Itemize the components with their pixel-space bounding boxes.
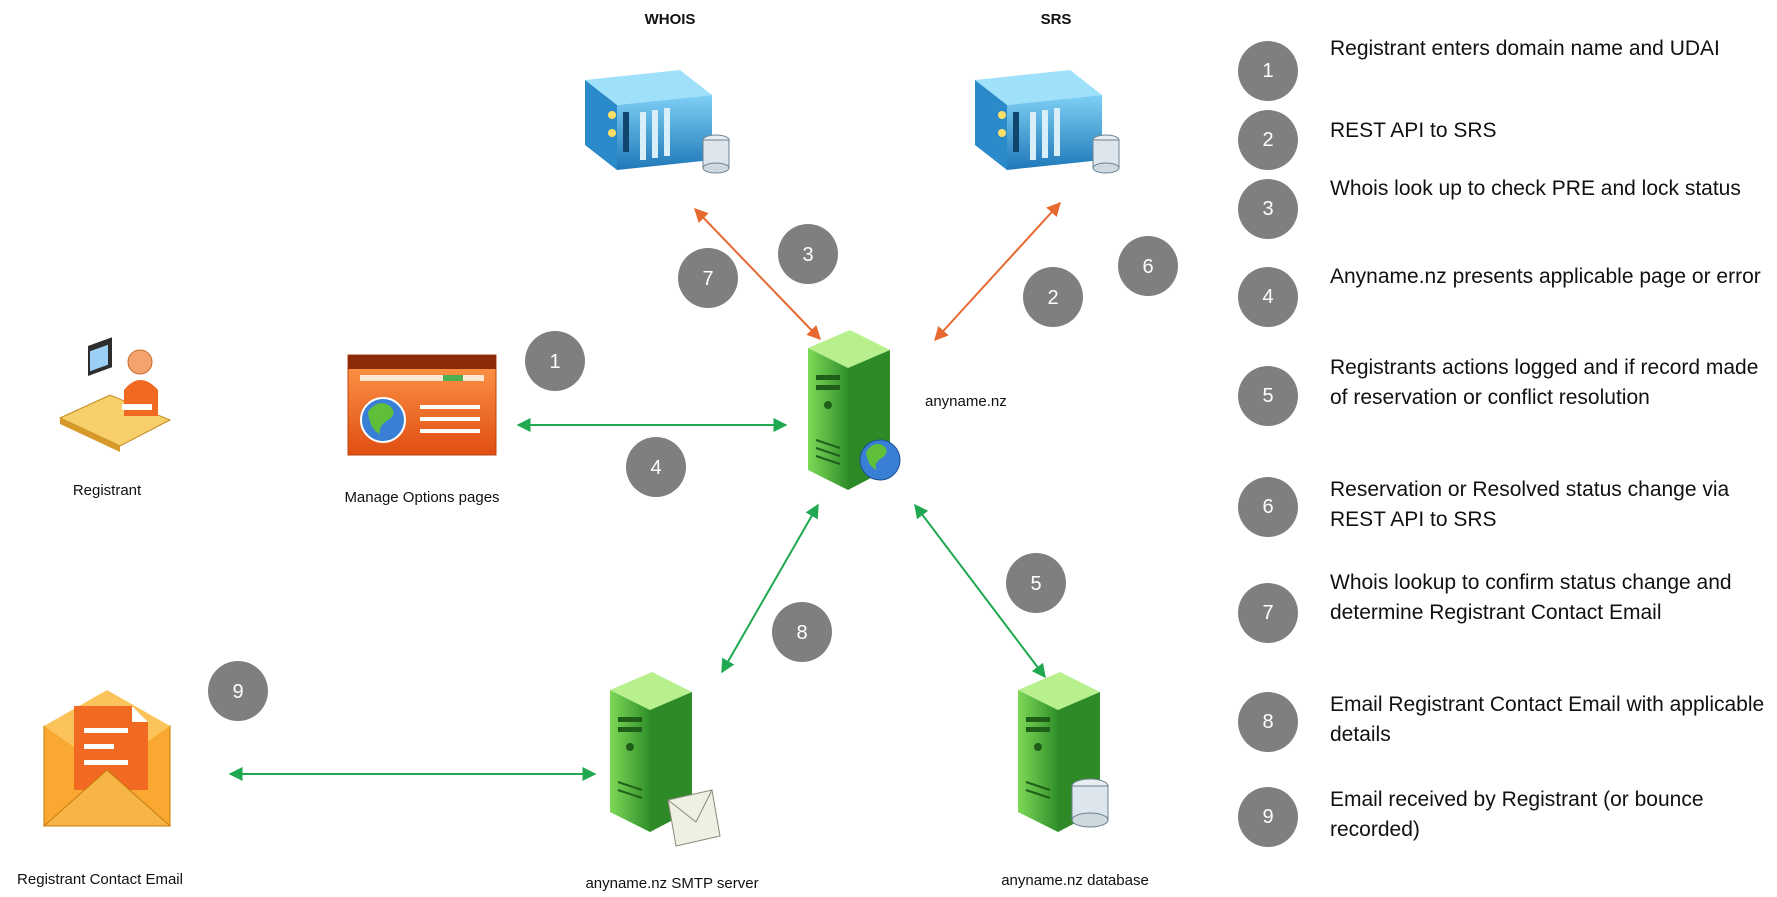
- srs-server-icon: [975, 70, 1120, 174]
- legend-badge: 9: [1238, 787, 1298, 847]
- svg-text:7: 7: [702, 268, 713, 290]
- svg-text:6: 6: [1142, 256, 1153, 278]
- legend-text: Registrants actions logged and if record…: [1330, 356, 1759, 409]
- flow-diagram: WHOIS SRS anyname.nz: [17, 11, 1178, 892]
- step-badge-3: 3: [778, 224, 838, 284]
- svg-text:5: 5: [1030, 573, 1041, 595]
- legend-badge: 6: [1238, 477, 1298, 537]
- legend-badge: 3: [1238, 179, 1298, 239]
- step-badge-7: 7: [678, 248, 738, 308]
- browser-window-icon: [347, 354, 497, 456]
- legend-text: Registrant enters domain name and UDAI: [1330, 37, 1720, 60]
- legend-text: Anyname.nz presents applicable page or e…: [1330, 265, 1761, 288]
- step-badge-8: 8: [772, 602, 832, 662]
- legend-text: Reservation or Resolved status change vi…: [1330, 478, 1730, 531]
- legend-badge: 4: [1238, 267, 1298, 327]
- manage-options-label: Manage Options pages: [344, 489, 499, 506]
- svg-text:4: 4: [650, 457, 661, 479]
- step-badge-1: 1: [525, 331, 585, 391]
- step-badge-2: 2: [1023, 267, 1083, 327]
- svg-text:2: 2: [1047, 287, 1058, 309]
- legend-badge: 7: [1238, 583, 1298, 643]
- legend-badge: 8: [1238, 692, 1298, 752]
- whois-label: WHOIS: [645, 11, 696, 28]
- whois-server-icon: [585, 70, 730, 174]
- srs-label: SRS: [1041, 11, 1072, 28]
- registrant-label: Registrant: [73, 482, 142, 499]
- svg-text:1: 1: [549, 351, 560, 373]
- registrant-icon: [58, 337, 172, 452]
- contact-email-label: Registrant Contact Email: [17, 871, 183, 888]
- legend-text: Email Registrant Contact Email with appl…: [1330, 693, 1765, 746]
- legend-badge: 1: [1238, 41, 1298, 101]
- svg-text:9: 9: [232, 681, 243, 703]
- database-label: anyname.nz database: [1001, 872, 1149, 889]
- arrow-anyname-database: [914, 503, 1046, 679]
- arrow-anyname-smtp: [721, 503, 819, 674]
- svg-text:3: 3: [802, 244, 813, 266]
- smtp-label: anyname.nz SMTP server: [585, 875, 758, 892]
- database-server-icon: [1018, 672, 1109, 832]
- legend-badge: 5: [1238, 366, 1298, 426]
- anyname-web-server-icon: [808, 330, 901, 490]
- arrow-whois-anyname: [694, 207, 821, 341]
- legend-text: REST API to SRS: [1330, 119, 1497, 142]
- step-badge-4: 4: [626, 437, 686, 497]
- svg-text:8: 8: [796, 622, 807, 644]
- legend-text: Email received by Registrant (or bounce …: [1330, 788, 1704, 841]
- step-badge-5: 5: [1006, 553, 1066, 613]
- step-badge-9: 9: [208, 661, 268, 721]
- email-envelope-icon: [42, 690, 172, 827]
- step-badge-6: 6: [1118, 236, 1178, 296]
- legend-badge: 2: [1238, 110, 1298, 170]
- anyname-label: anyname.nz: [925, 393, 1007, 410]
- smtp-server-icon: [610, 672, 721, 847]
- arrow-anyname-srs: [934, 201, 1061, 342]
- legend-text: Whois lookup to confirm status change an…: [1330, 571, 1732, 624]
- legend-text: Whois look up to check PRE and lock stat…: [1330, 177, 1741, 200]
